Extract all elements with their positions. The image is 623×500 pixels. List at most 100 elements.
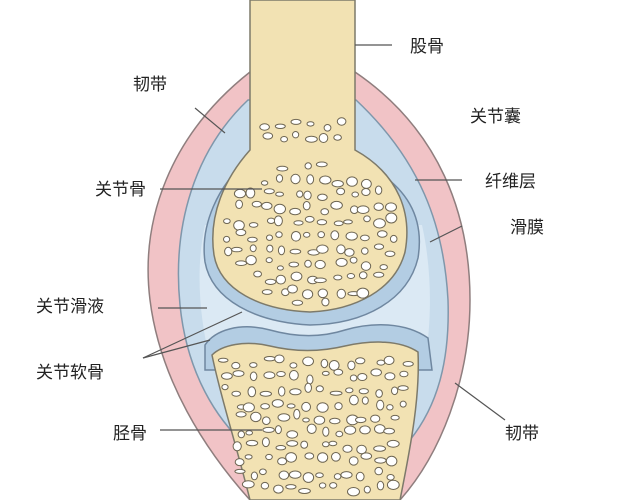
tibia-pore	[247, 386, 257, 398]
tibia-pore	[288, 470, 302, 479]
femur-pore	[317, 288, 328, 299]
femur-pore	[289, 207, 302, 216]
tibia-pore	[300, 440, 309, 449]
femur-pore	[373, 243, 385, 250]
tibia-pore	[320, 358, 329, 369]
joint-capsule-label: 关节囊	[470, 107, 521, 127]
tibia-pore	[245, 439, 259, 447]
tibia-pore	[262, 416, 271, 426]
tibia-pore	[355, 416, 367, 424]
tibia-pore	[386, 479, 400, 490]
femur-pore	[245, 255, 257, 266]
tibia-pore	[285, 484, 297, 490]
femur-pore	[331, 180, 344, 188]
tibia-pore	[259, 390, 272, 397]
ligament-top-leader-line	[194, 107, 226, 134]
tibia-pore	[386, 404, 394, 411]
tibia-pore	[375, 389, 383, 398]
femur-pore	[373, 202, 384, 211]
femur-pore	[263, 188, 275, 195]
tibia-pore	[335, 430, 344, 438]
femur-pore	[361, 247, 369, 255]
tibia-pore	[234, 468, 246, 474]
tibia-pore	[313, 415, 326, 425]
tibia-pore	[231, 390, 241, 397]
tibia-pore	[376, 480, 385, 491]
tibia-pore	[349, 374, 358, 382]
tibia-pore	[322, 441, 330, 448]
femur-pore	[346, 176, 358, 187]
tibia-pore	[244, 454, 253, 460]
tibia-pore	[306, 423, 317, 434]
femur-pore	[336, 117, 347, 126]
femur-pore	[319, 175, 332, 185]
tibia-pore	[317, 452, 329, 463]
tibia-pore	[274, 354, 285, 364]
femur-pore	[290, 271, 303, 282]
femur-pore	[361, 188, 371, 196]
tibia-pore	[376, 399, 385, 411]
femur-pore	[275, 191, 285, 197]
femur-pore	[275, 231, 283, 238]
femur-label: 股骨	[410, 37, 444, 57]
tibia-pore	[345, 387, 354, 394]
femur-pore	[360, 261, 372, 271]
femur-pore	[302, 289, 314, 300]
femur-pore	[276, 165, 289, 172]
tibia-pore	[263, 371, 276, 380]
femur-pore	[318, 133, 329, 143]
tibia-pore	[275, 445, 287, 451]
tibia-label: 胫骨	[113, 424, 147, 444]
femur-pore	[330, 230, 340, 241]
femur-pore	[305, 135, 318, 143]
femur-pore	[389, 234, 398, 243]
femur-pore	[289, 248, 302, 255]
femur-pore	[290, 118, 302, 125]
tibia-pore	[315, 385, 324, 393]
femur-pore	[336, 244, 346, 255]
tibia-pore	[391, 386, 399, 396]
femur-pore	[356, 205, 370, 214]
femur-pore	[304, 162, 312, 170]
tibia-pore	[217, 357, 229, 363]
femur-pore	[264, 278, 277, 285]
tibia-pore	[262, 426, 275, 433]
tibia-pore	[384, 372, 396, 381]
tibia-pore	[302, 356, 315, 367]
femur-pore	[356, 287, 370, 299]
tibia-pore	[321, 370, 330, 376]
femur-pore	[266, 234, 273, 241]
femur-pore	[346, 273, 356, 279]
tibia-pore	[237, 430, 246, 439]
femur-pore	[261, 201, 273, 210]
tibia-pore	[333, 473, 342, 480]
femur-bone-shape	[212, 0, 408, 313]
tibia-pore	[232, 370, 245, 377]
femur-pore	[360, 234, 370, 242]
tibia-pore	[334, 402, 343, 411]
tibia-pore	[304, 452, 315, 460]
femur-pore	[304, 259, 312, 268]
femur-pore	[374, 185, 383, 195]
tibia-pore	[315, 472, 324, 479]
tibia-pore	[356, 444, 367, 455]
femur-pore	[223, 218, 231, 225]
tibia-pore	[250, 411, 262, 423]
femur-pore	[333, 274, 343, 281]
tibia-pore	[359, 425, 371, 435]
tibia-pore	[249, 362, 258, 368]
femur-pore	[247, 236, 258, 243]
tibia-pore	[355, 471, 365, 482]
femur-pore	[291, 299, 304, 306]
tibia-pore	[358, 388, 369, 395]
tibia-pore	[286, 440, 299, 447]
femur-pore	[231, 246, 243, 253]
tibia-pore	[265, 453, 273, 461]
femur-pore	[293, 220, 304, 226]
femur-pore	[290, 173, 301, 185]
tibia-pore	[386, 474, 395, 481]
femur-pore	[306, 121, 315, 127]
synovium-label: 滑膜	[510, 218, 544, 238]
tibia-pore	[263, 356, 276, 362]
femur-pore	[315, 161, 328, 168]
